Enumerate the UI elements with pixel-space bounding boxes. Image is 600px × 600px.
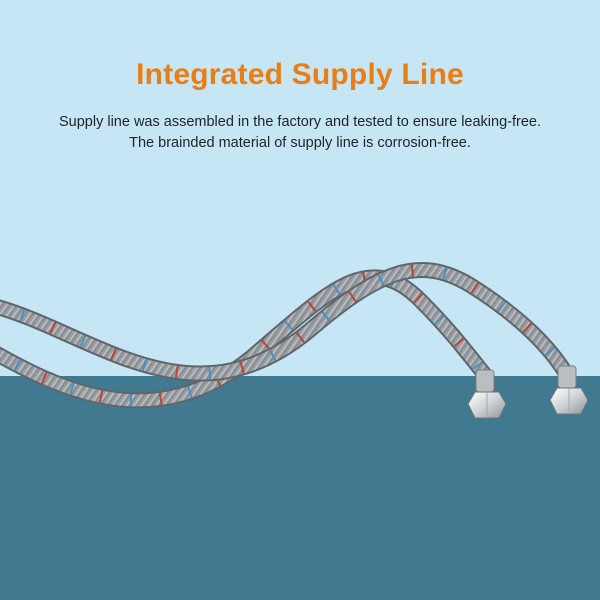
braided-supply-hose-left-icon <box>0 269 493 409</box>
description: Supply line was assembled in the factory… <box>20 112 580 154</box>
hex-nut-fitting-right-icon <box>549 365 589 415</box>
hex-nut-fitting-left-icon <box>467 369 507 419</box>
braided-supply-hose-right-icon <box>0 262 573 382</box>
description-line-2: The brainded material of supply line is … <box>129 135 471 151</box>
description-line-1: Supply line was assembled in the factory… <box>59 114 541 130</box>
page-title: Integrated Supply Line <box>136 58 464 91</box>
